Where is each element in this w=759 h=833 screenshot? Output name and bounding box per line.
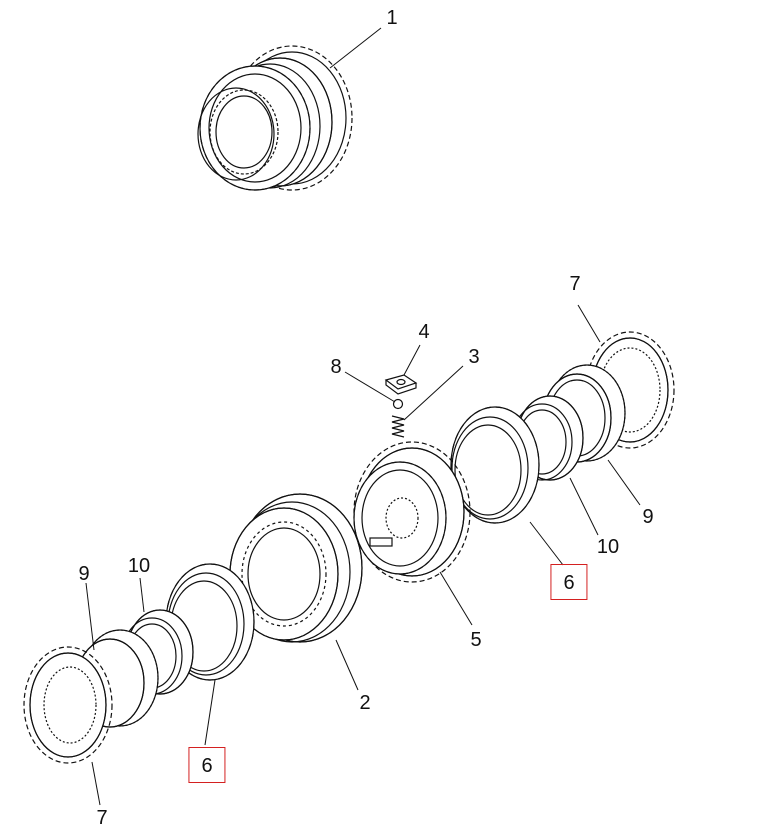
assembled-synchronizer-part-1 (197, 45, 353, 191)
callout-4: 4 (418, 321, 430, 343)
callout-5: 5 (470, 629, 482, 651)
callout-7-right: 7 (569, 273, 581, 295)
callout-7-left: 7 (96, 807, 108, 829)
synchro-hub-part-5 (353, 441, 471, 583)
gear-ring-part-7-left (23, 646, 113, 764)
detent-ball-part-8 (392, 398, 404, 410)
callout-3: 3 (468, 346, 480, 368)
callout-9-right: 9 (642, 506, 654, 528)
callout-10-right: 10 (596, 536, 620, 558)
synchro-ring-part-6-right (450, 406, 540, 524)
leader-lines (85, 27, 641, 806)
callout-2: 2 (359, 692, 371, 714)
callout-10-left: 10 (127, 555, 151, 577)
sliding-sleeve-part-2 (229, 493, 363, 643)
callout-8: 8 (330, 356, 342, 378)
callout-1: 1 (386, 7, 398, 29)
detent-spring-part-3 (391, 415, 405, 438)
callout-6-right: 6 (550, 564, 588, 600)
detent-plate-part-4 (384, 374, 418, 395)
callout-9-left: 9 (78, 563, 90, 585)
callout-6-left: 6 (188, 747, 226, 783)
